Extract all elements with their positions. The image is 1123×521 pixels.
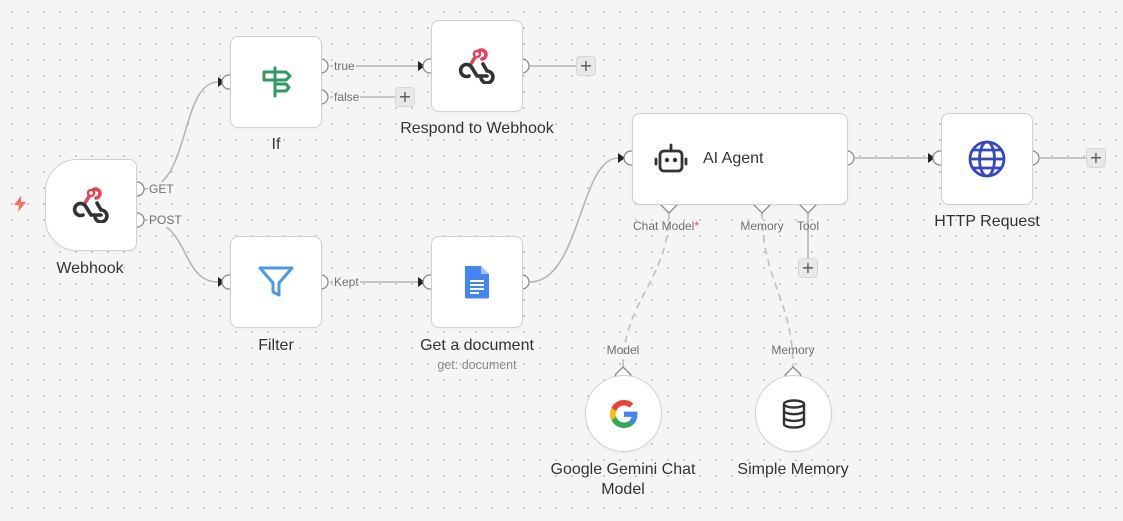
signpost-icon <box>262 66 292 98</box>
node-get-a-document[interactable] <box>431 236 523 328</box>
handle-label-memory: Memory <box>740 219 784 233</box>
add-tool-button[interactable]: + <box>798 258 818 278</box>
add-node-button-http[interactable]: + <box>1086 148 1106 168</box>
handle-label-tool: Tool <box>796 219 820 233</box>
label-simple-memory: Simple Memory <box>737 461 849 478</box>
label-ai-agent: AI Agent <box>703 150 764 167</box>
edge-getdoc-to-agent <box>529 157 619 283</box>
label-get-a-document: Get a document <box>420 337 534 354</box>
globe-icon <box>968 140 1006 178</box>
subtitle-get-a-document: get: document <box>437 358 517 372</box>
node-http-request[interactable] <box>941 113 1033 205</box>
node-google-gemini-chat-model[interactable] <box>585 375 662 452</box>
node-ai-agent[interactable]: AI Agent <box>632 113 848 205</box>
database-icon <box>782 398 805 429</box>
google-docs-icon <box>465 266 489 299</box>
label-respond-to-webhook: Respond to Webhook <box>400 120 554 137</box>
handle-label-model: Model <box>606 343 640 357</box>
filter-icon <box>258 266 294 297</box>
node-simple-memory[interactable] <box>755 375 832 452</box>
port-label-get: GET <box>148 182 175 196</box>
google-icon <box>609 399 637 428</box>
node-filter[interactable] <box>230 236 322 328</box>
label-google-gemini-chat-model: Google Gemini Chat Model <box>550 461 696 498</box>
label-filter: Filter <box>258 337 294 354</box>
arrow-agent-input <box>618 153 625 163</box>
trigger-bolt-icon <box>14 196 26 212</box>
handle-label-memory-node: Memory <box>771 343 815 357</box>
port-label-true: true <box>333 59 356 73</box>
label-if: If <box>271 136 281 153</box>
node-respond-to-webhook[interactable] <box>431 20 523 112</box>
arrow-getdoc-input <box>418 277 425 287</box>
add-node-button-respond[interactable]: + <box>576 56 596 76</box>
edge-memory-to-agent-memory <box>761 211 794 369</box>
port-label-post: POST <box>148 213 183 227</box>
arrow-http-input <box>928 153 935 163</box>
robot-icon <box>654 143 688 173</box>
node-webhook[interactable] <box>45 159 137 251</box>
required-mark: * <box>694 219 700 233</box>
edge-webhook-get-to-if <box>143 81 219 190</box>
webhook-icon <box>72 187 109 223</box>
label-webhook: Webhook <box>56 260 124 277</box>
port-label-false: false <box>333 90 361 104</box>
add-node-button-if-false[interactable]: + <box>395 87 415 107</box>
node-if[interactable] <box>230 36 322 128</box>
label-http-request: HTTP Request <box>934 213 1040 230</box>
edge-webhook-post-to-filter <box>143 219 219 283</box>
handle-label-chat-model: Chat Model* <box>632 219 700 233</box>
port-label-kept: Kept <box>333 275 360 289</box>
webhook-icon <box>458 48 495 84</box>
arrow-respond-input <box>418 61 425 71</box>
